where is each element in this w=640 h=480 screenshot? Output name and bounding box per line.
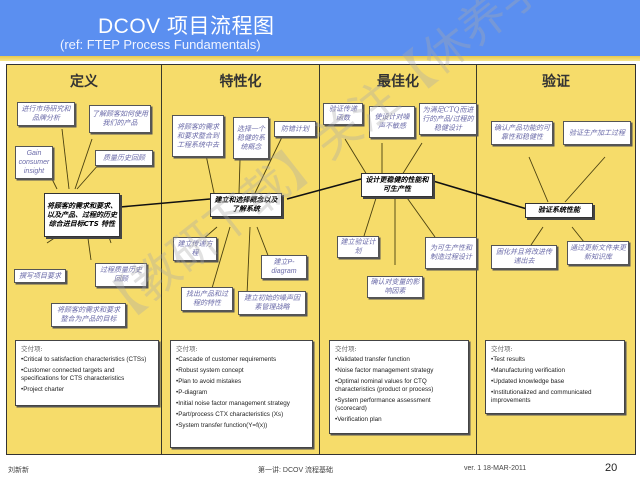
step-box: 找出产品和过程的特性 (181, 287, 233, 311)
deliverable-item: •Test results (491, 356, 526, 363)
deliverable-item: •Noise factor management strategy (335, 367, 434, 374)
step-box: 为满足CTQ而进行的产品/过程的稳健设计 (419, 103, 477, 135)
deliverable-item: •P-diagram (176, 389, 208, 396)
step-box: 将顾客的需求和要求整合到工程系统中去 (172, 115, 224, 157)
deliverable-item: •Initial noise factor management strateg… (176, 400, 290, 407)
deliverable-item: •Optimal nominal values for CTQ characte… (335, 378, 434, 393)
column-characterize: 特性化 (162, 65, 320, 454)
step-box: 选择一个稳健的系统概念 (233, 117, 269, 159)
step-box: 质量历史回顾 (95, 150, 153, 166)
deliverable-item: •Updated knowledge base (491, 378, 565, 385)
deliverables-box: 交付项: •Validated transfer function •Noise… (329, 340, 469, 434)
step-box: 确认产品功能的可靠性和稳健性 (491, 121, 553, 145)
page-subtitle: (ref: FTEP Process Fundamentals) (60, 37, 261, 52)
deliverable-item: •Cascade of customer requirements (176, 356, 277, 363)
step-box: 使设计对噪声不敏感 (369, 106, 415, 138)
column-verify: 验证 (477, 65, 635, 454)
deliverable-item: •Manufacturing verification (491, 367, 565, 374)
step-box: 验证传递函数 (323, 103, 363, 125)
process-diagram: 定义 特性化 最佳化 验证 (6, 64, 636, 455)
deliverables-header: 交付项: (491, 345, 513, 353)
hub-box: 设计更稳健的性能和可生产性 (361, 173, 433, 197)
step-box: 建立验证计划 (337, 236, 379, 258)
deliverables-box: 交付项: •Cascade of customer requirements •… (170, 340, 313, 448)
step-box: 了解顾客如何使用我们的产品 (89, 105, 151, 133)
page-number: 20 (605, 462, 618, 474)
deliverable-item: •Part/process CTX characteristics (Xs) (176, 411, 284, 418)
step-box: 过程质量历史回顾 (95, 263, 147, 287)
deliverables-header: 交付项: (21, 345, 43, 353)
deliverable-item: •Critical to satisfaction characteristic… (21, 356, 147, 363)
step-box: 验证生产加工过程 (563, 121, 631, 145)
column-define: 定义 (7, 65, 162, 454)
step-box: 建立P-diagram (261, 255, 307, 279)
step-box: 将顾客的需求和要求整合为产品的目标 (51, 303, 126, 327)
hub-box: 将顾客的需求和要求、以及产品、过程的历史综合进目标CTS 特性 (44, 193, 120, 237)
step-box: 建立传递方程 (173, 237, 217, 261)
footer-version: ver. 1 18-MAR-2011 (464, 465, 527, 472)
deliverable-item: •Plan to avoid mistakes (176, 378, 242, 385)
deliverable-item: •System performance assessment (scorecar… (335, 397, 431, 412)
step-box: 进行市场研究和品牌分析 (17, 102, 75, 126)
step-box: 固化并且将改进传递出去 (491, 245, 557, 269)
hub-box: 验证系统性能 (525, 203, 593, 218)
deliverable-item: •Project charter (21, 386, 65, 393)
step-box: 为可生产性和制造过程设计 (425, 237, 477, 269)
step-box: 撰写项目要求 (14, 269, 66, 283)
header-divider (0, 56, 640, 61)
deliverables-box: 交付项: •Critical to satisfaction character… (15, 340, 159, 406)
header-banner (0, 0, 640, 56)
footer-lecture: 第一讲: DCOV 流程基础 (258, 467, 334, 474)
deliverables-header: 交付项: (335, 345, 357, 353)
deliverable-item: •System transfer function(Y=f(x)) (176, 422, 268, 429)
step-box: 防错计划 (274, 121, 316, 137)
deliverable-item: •Robust system concept (176, 367, 244, 374)
footer-author: 刘新新 (8, 467, 29, 474)
column-title: 特性化 (219, 74, 262, 90)
deliverable-item: •Verification plan (335, 416, 382, 423)
column-title: 验证 (542, 74, 570, 90)
hub-box: 建立和选择概念以及了解系统 (210, 193, 282, 217)
step-box: 通过更新文件来更新知识库 (567, 241, 629, 265)
deliverable-item: •Validated transfer function (335, 356, 410, 363)
deliverables-box: 交付项: •Test results •Manufacturing verifi… (485, 340, 625, 414)
deliverable-item: •Customer connected targets and specific… (21, 367, 125, 382)
column-title: 最佳化 (377, 74, 419, 90)
page-title: DCOV 项目流程图 (98, 15, 275, 38)
step-box: 确认对变量的影响因素 (367, 276, 423, 298)
deliverables-header: 交付项: (176, 345, 198, 353)
step-box: 建立初始的噪声因素管理战略 (238, 291, 306, 315)
deliverable-item: •Institutionalized and communicated impr… (491, 389, 592, 404)
step-box: Gain consumer insight (15, 146, 53, 179)
column-title: 定义 (70, 74, 98, 90)
